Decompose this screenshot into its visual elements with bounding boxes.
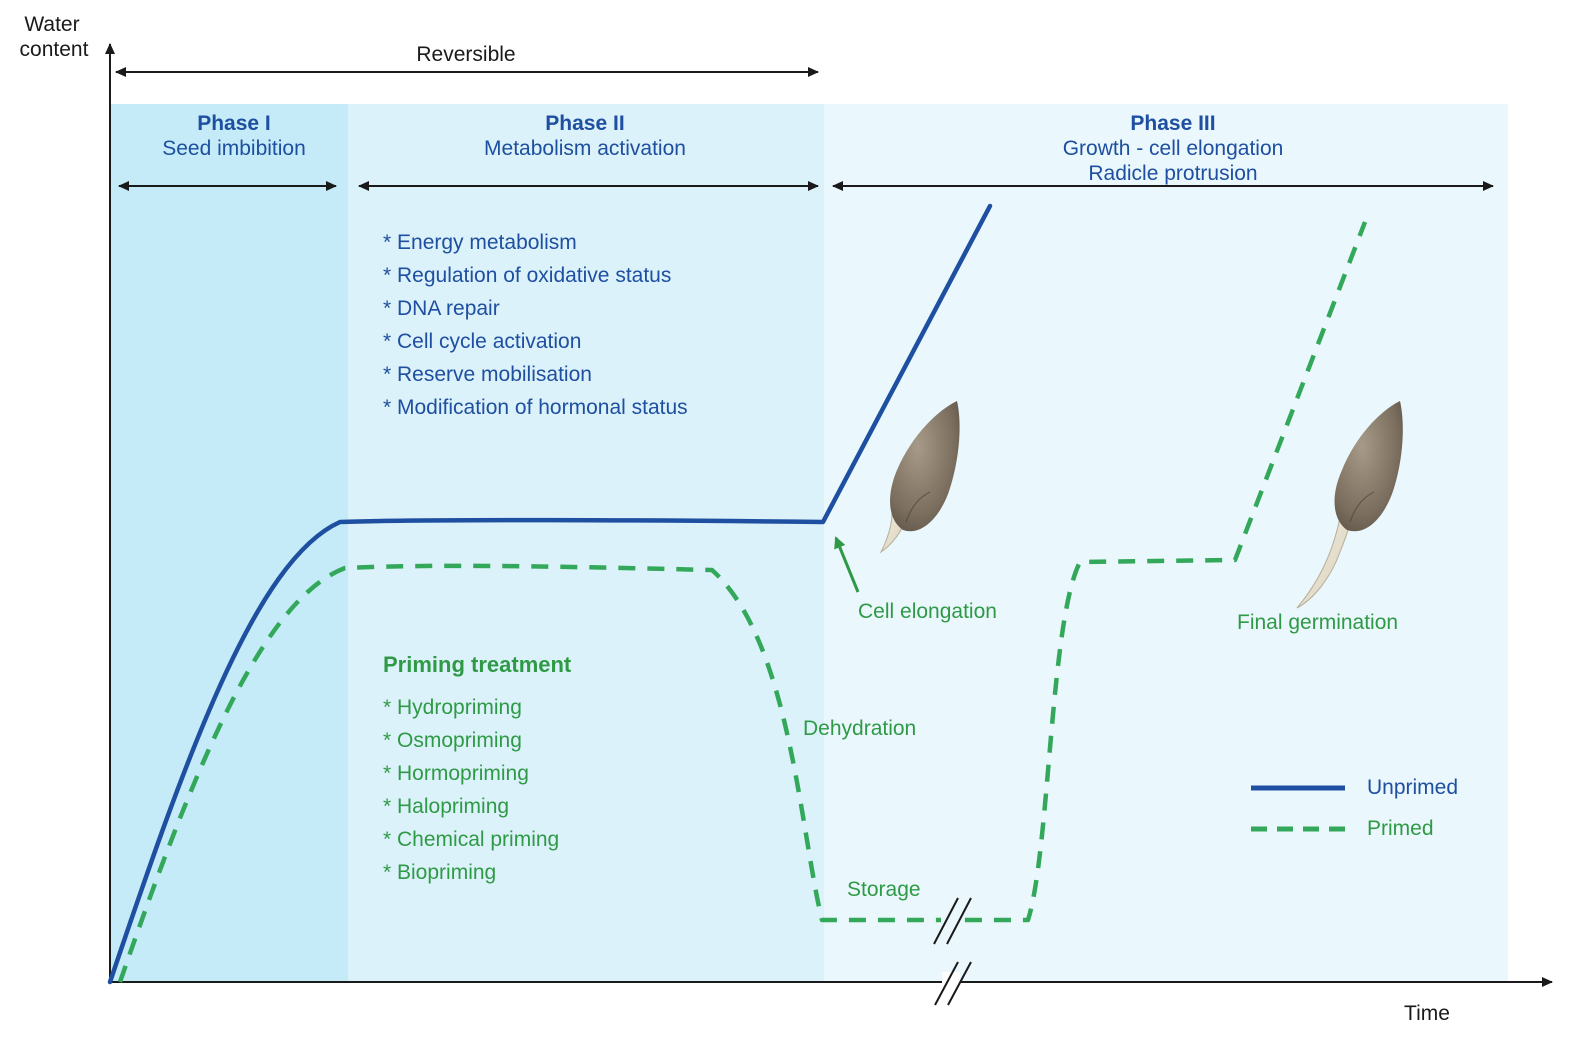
reversible-label: Reversible bbox=[416, 43, 515, 66]
legend: Unprimed Primed bbox=[1251, 776, 1458, 840]
final-germination-label: Final germination bbox=[1237, 611, 1398, 634]
event-item: * DNA repair bbox=[383, 297, 500, 320]
storage-label: Storage bbox=[847, 878, 921, 901]
priming-item: * Hormopriming bbox=[383, 762, 529, 785]
seed-final-germination-illustration bbox=[1296, 401, 1403, 609]
x-axis-break-mark bbox=[947, 961, 972, 1006]
x-axis-break-mark bbox=[934, 961, 959, 1006]
priming-title: Priming treatment bbox=[383, 652, 572, 677]
cell-elongation-arrow bbox=[834, 536, 860, 593]
unprimed-curve bbox=[107, 203, 993, 985]
y-axis-label: Water bbox=[24, 13, 79, 36]
priming-item: * Chemical priming bbox=[383, 828, 559, 851]
dehydration-label: Dehydration bbox=[803, 717, 916, 740]
event-item: * Energy metabolism bbox=[383, 231, 577, 254]
seed-cell-elongation-illustration bbox=[879, 401, 960, 554]
priming-item: * Biopriming bbox=[383, 861, 496, 884]
priming-item: * Hydropriming bbox=[383, 696, 522, 719]
phase2-event-list: * Energy metabolism * Regulation of oxid… bbox=[383, 231, 688, 419]
phase2-title: Phase II bbox=[545, 112, 624, 135]
phase3-subtitle: Growth - cell elongation bbox=[1063, 137, 1284, 160]
priming-item: * Halopriming bbox=[383, 795, 509, 818]
legend-primed-label: Primed bbox=[1367, 817, 1434, 840]
phase1-subtitle: Seed imbibition bbox=[162, 137, 306, 160]
cell-elongation-label: Cell elongation bbox=[858, 600, 997, 623]
phase3-title: Phase III bbox=[1130, 112, 1215, 135]
x-axis-break-gap bbox=[942, 972, 960, 992]
phase3-subtitle2: Radicle protrusion bbox=[1088, 162, 1257, 185]
primed-curve bbox=[117, 221, 1368, 983]
legend-unprimed-label: Unprimed bbox=[1367, 776, 1458, 799]
phase2-background bbox=[348, 104, 824, 982]
storage-break-mark bbox=[933, 897, 959, 945]
phase1-title: Phase I bbox=[197, 112, 271, 135]
event-item: * Cell cycle activation bbox=[383, 330, 581, 353]
priming-treatment-list: Priming treatment * Hydropriming * Osmop… bbox=[383, 652, 572, 884]
phase2-subtitle: Metabolism activation bbox=[484, 137, 686, 160]
event-item: * Modification of hormonal status bbox=[383, 396, 688, 419]
x-axis-label: Time bbox=[1404, 1002, 1450, 1025]
phase3-background bbox=[824, 104, 1508, 982]
event-item: * Regulation of oxidative status bbox=[383, 264, 671, 287]
event-item: * Reserve mobilisation bbox=[383, 363, 592, 386]
storage-break-mark bbox=[946, 897, 972, 945]
y-axis-label: content bbox=[20, 38, 89, 61]
priming-item: * Osmopriming bbox=[383, 729, 522, 752]
